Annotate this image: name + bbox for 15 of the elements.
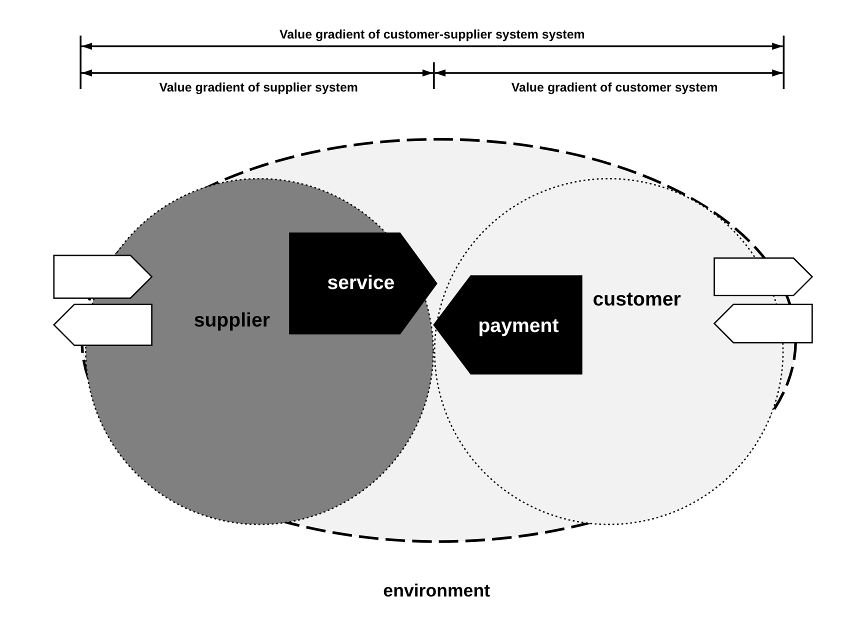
customer-circle <box>434 178 784 526</box>
dimension-label: Value gradient of customer system <box>511 80 718 94</box>
arrow-shape <box>54 304 152 346</box>
service-arrow <box>290 233 437 334</box>
arrow-shape <box>714 304 812 343</box>
node-label: customer <box>592 287 681 311</box>
arrow-shape <box>54 255 152 298</box>
payment-arrow <box>434 276 582 374</box>
dimension-label: Value gradient of customer-supplier system system <box>279 26 585 41</box>
node-label: supplier <box>194 308 270 332</box>
node-label: service <box>327 271 395 295</box>
arrow-shape <box>714 258 812 296</box>
node-label: environment <box>383 582 490 602</box>
node-label: payment <box>478 314 559 338</box>
dimension-label: Value gradient of supplier system <box>159 80 358 94</box>
